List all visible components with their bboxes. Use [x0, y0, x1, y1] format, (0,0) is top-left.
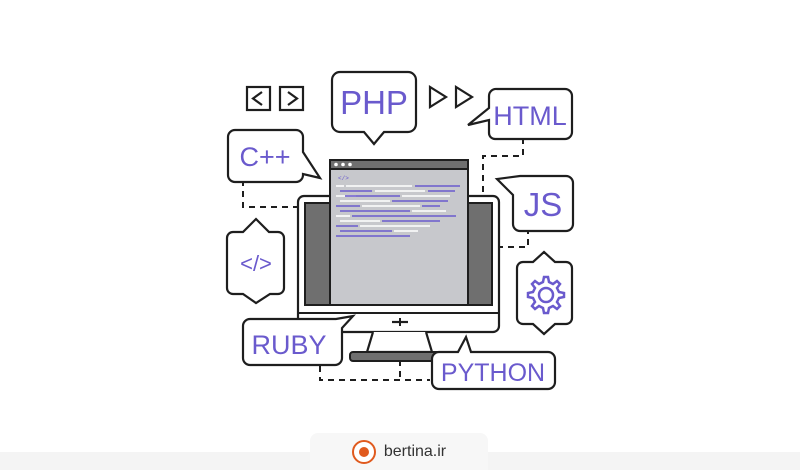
code-editor-window: </>: [329, 159, 469, 306]
brand-site-text: bertina.ir: [383, 442, 447, 460]
dashed-connectors: [242, 138, 529, 381]
html-label: HTML: [493, 101, 567, 131]
forward-arrows-icon: [428, 85, 475, 109]
python-label: PYTHON: [441, 359, 545, 387]
code-symbol-bubble: </>: [225, 217, 286, 305]
gear-icon: [526, 275, 566, 315]
php-bubble: PHP: [330, 70, 418, 146]
gear-bubble: [515, 250, 574, 336]
js-bubble: JS: [494, 174, 575, 233]
ruby-bubble: RUBY: [241, 314, 357, 367]
cpp-bubble: C++: [226, 128, 323, 184]
code-lines: [336, 185, 460, 237]
nav-arrows-icon: [245, 85, 305, 112]
html-bubble: HTML: [467, 87, 574, 141]
js-label: JS: [524, 186, 563, 223]
bertina-logo-icon: [351, 439, 376, 464]
code-symbol-label: </>: [240, 251, 272, 276]
python-bubble: PYTHON: [430, 334, 557, 391]
php-label: PHP: [340, 84, 408, 121]
cpp-label: C++: [239, 142, 290, 172]
editor-tag: </>: [338, 175, 349, 182]
ruby-label: RUBY: [251, 330, 326, 360]
brand-badge[interactable]: bertina.ir: [310, 433, 488, 470]
